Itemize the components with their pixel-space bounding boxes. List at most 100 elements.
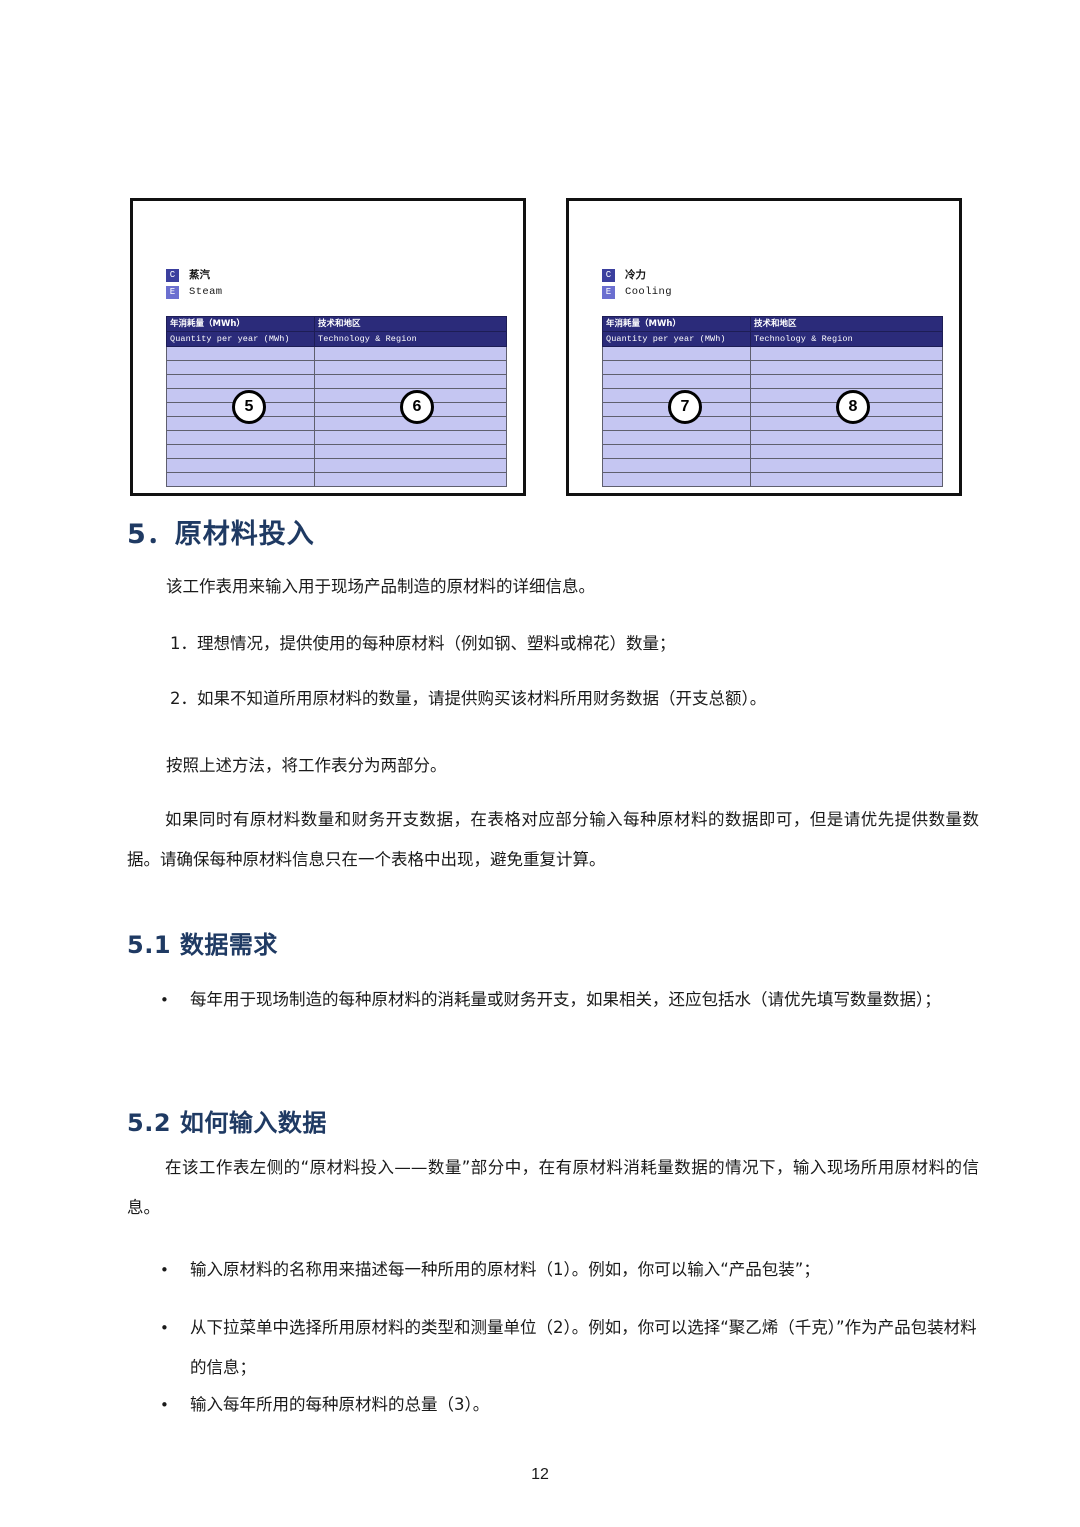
section-5-1-bullet-0: • 每年用于现场制造的每种原材料的消耗量或财务开支，如果相关，还应包括水（请优先… <box>160 980 980 1020</box>
badge-e-icon: E <box>602 286 615 299</box>
table-cell[interactable] <box>602 360 751 375</box>
table-row <box>166 416 507 431</box>
table-cell[interactable] <box>166 458 315 473</box>
legend-line-cn: C 蒸汽 <box>166 268 223 283</box>
panel-inner-steam: C 蒸汽 E Steam 年消耗量（MWh） 技术和地区 <box>137 205 519 489</box>
spreadsheet-table-cooling: 年消耗量（MWh） 技术和地区 Quantity per year (MWh) … <box>602 316 943 487</box>
table-row <box>166 388 507 403</box>
table-cell[interactable] <box>314 374 507 389</box>
bullet-text: 输入每年所用的每种原材料的总量（3）。 <box>190 1395 490 1414</box>
section-5-list-item-2: 2．如果不知道所用原材料的数量，请提供购买该材料所用财务数据（开支总额）。 <box>170 689 767 708</box>
table-row <box>602 374 943 389</box>
figure-two-panels: C 蒸汽 E Steam 年消耗量（MWh） 技术和地区 <box>130 198 962 498</box>
table-row <box>602 360 943 375</box>
header-cell-technology-en: Technology & Region <box>750 331 943 347</box>
table-cell[interactable] <box>314 430 507 445</box>
figure-panel-cooling: C 冷力 E Cooling 年消耗量（MWh） 技术和地区 <box>566 198 962 496</box>
callout-marker-5: 5 <box>232 390 266 424</box>
table-cell[interactable] <box>314 472 507 487</box>
table-header-row-cn: 年消耗量（MWh） 技术和地区 <box>166 316 507 332</box>
table-cell[interactable] <box>602 346 751 361</box>
bullet-dot-icon: • <box>160 1261 169 1279</box>
page-number: 12 <box>531 1466 549 1483</box>
header-cell-quantity-cn: 年消耗量（MWh） <box>602 316 751 332</box>
legend-line-en: E Steam <box>166 285 223 300</box>
legend-label-en: Cooling <box>625 286 672 299</box>
table-row <box>166 346 507 361</box>
callout-marker-8: 8 <box>836 390 870 424</box>
section-5-intro-paragraph: 该工作表用来输入用于现场产品制造的原材料的详细信息。 <box>166 577 595 596</box>
table-row <box>166 430 507 445</box>
bullet-dot-icon: • <box>160 1319 169 1337</box>
spreadsheet-table-steam: 年消耗量（MWh） 技术和地区 Quantity per year (MWh) … <box>166 316 507 487</box>
table-cell[interactable] <box>166 346 315 361</box>
table-cell[interactable] <box>602 444 751 459</box>
badge-c-icon: C <box>602 269 615 282</box>
header-cell-technology-en: Technology & Region <box>314 331 507 347</box>
table-cell[interactable] <box>314 346 507 361</box>
table-cell[interactable] <box>166 430 315 445</box>
header-cell-technology-cn: 技术和地区 <box>314 316 507 332</box>
table-cell[interactable] <box>750 346 943 361</box>
table-cell[interactable] <box>166 374 315 389</box>
table-cell[interactable] <box>602 430 751 445</box>
table-cell[interactable] <box>750 458 943 473</box>
table-cell[interactable] <box>602 458 751 473</box>
table-cell[interactable] <box>750 360 943 375</box>
table-row <box>166 472 507 487</box>
legend-line-cn: C 冷力 <box>602 268 672 283</box>
header-cell-quantity-en: Quantity per year (MWh) <box>602 331 751 347</box>
table-row <box>602 472 943 487</box>
section-5-2-bullet-1: • 从下拉菜单中选择所用原材料的类型和测量单位（2）。例如，你可以选择“聚乙烯（… <box>160 1308 980 1388</box>
table-row <box>166 360 507 375</box>
table-header-row-en: Quantity per year (MWh) Technology & Reg… <box>602 331 943 347</box>
table-cell[interactable] <box>314 360 507 375</box>
legend-label-en: Steam <box>189 286 223 299</box>
section-5-2-bullet-0: • 输入原材料的名称用来描述每一种所用的原材料（1）。例如，你可以输入“产品包装… <box>160 1250 980 1290</box>
table-row <box>166 458 507 473</box>
panel-inner-cooling: C 冷力 E Cooling 年消耗量（MWh） 技术和地区 <box>573 205 955 489</box>
table-body-steam: 年消耗量（MWh） 技术和地区 Quantity per year (MWh) … <box>166 316 507 487</box>
table-cell[interactable] <box>314 444 507 459</box>
legend-label-cn: 蒸汽 <box>189 269 210 282</box>
bullet-text: 从下拉菜单中选择所用原材料的类型和测量单位（2）。例如，你可以选择“聚乙烯（千克… <box>190 1318 977 1377</box>
section-5-2-bullet-2: • 输入每年所用的每种原材料的总量（3）。 <box>160 1385 980 1425</box>
table-cell[interactable] <box>750 430 943 445</box>
section-5-2-intro-paragraph: 在该工作表左侧的“原材料投入——数量”部分中，在有原材料消耗量数据的情况下，输入… <box>127 1158 979 1217</box>
table-cell[interactable] <box>314 458 507 473</box>
bullet-dot-icon: • <box>160 1396 169 1414</box>
figure-panel-steam: C 蒸汽 E Steam 年消耗量（MWh） 技术和地区 <box>130 198 526 496</box>
badge-e-icon: E <box>166 286 179 299</box>
table-cell[interactable] <box>166 360 315 375</box>
legend-steam: C 蒸汽 E Steam <box>166 268 223 302</box>
table-row <box>166 374 507 389</box>
table-cell[interactable] <box>166 472 315 487</box>
bullet-dot-icon: • <box>160 991 169 1009</box>
header-cell-technology-cn: 技术和地区 <box>750 316 943 332</box>
section-5-list-item-1: 1．理想情况，提供使用的每种原材料（例如钢、塑料或棉花）数量； <box>170 634 676 653</box>
legend-line-en: E Cooling <box>602 285 672 300</box>
table-cell[interactable] <box>602 472 751 487</box>
legend-label-cn: 冷力 <box>625 269 646 282</box>
bullet-text: 每年用于现场制造的每种原材料的消耗量或财务开支，如果相关，还应包括水（请优先填写… <box>190 990 941 1009</box>
callout-marker-7: 7 <box>668 390 702 424</box>
table-cell[interactable] <box>166 444 315 459</box>
section-5-heading: 5．原材料投入 <box>127 519 315 550</box>
table-row <box>166 402 507 417</box>
table-header-row-cn: 年消耗量（MWh） 技术和地区 <box>602 316 943 332</box>
table-row <box>602 458 943 473</box>
header-cell-quantity-en: Quantity per year (MWh) <box>166 331 315 347</box>
table-cell[interactable] <box>314 416 507 431</box>
table-cell[interactable] <box>750 444 943 459</box>
section-5-2-heading: 5.2 如何输入数据 <box>127 1109 327 1137</box>
section-5-1-heading: 5.1 数据需求 <box>127 931 278 959</box>
table-cell[interactable] <box>750 374 943 389</box>
header-cell-quantity-cn: 年消耗量（MWh） <box>166 316 315 332</box>
table-header-row-en: Quantity per year (MWh) Technology & Reg… <box>166 331 507 347</box>
bullet-text: 输入原材料的名称用来描述每一种所用的原材料（1）。例如，你可以输入“产品包装”； <box>190 1260 820 1279</box>
table-cell[interactable] <box>602 374 751 389</box>
table-row <box>602 416 943 431</box>
table-row <box>602 402 943 417</box>
table-cell[interactable] <box>750 472 943 487</box>
